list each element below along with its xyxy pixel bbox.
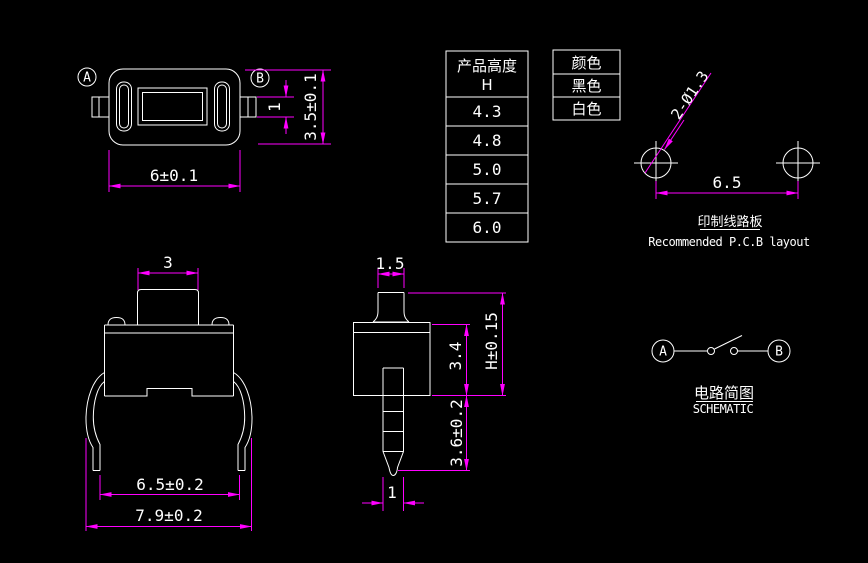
pcb-title-en: Recommended P.C.B layout [648,235,810,249]
table-border [552,49,621,121]
schematic-terminal-a-label: A [659,345,667,360]
left-slot-inner [119,84,129,129]
right-bump [211,316,230,326]
dim-height-label: 3.5±0.1 [301,73,320,140]
table-border [445,50,529,243]
side-view: 1.5 H±0.15 3.4 3.6±0.2 1 [353,254,506,511]
pcb-title-cn: 印制线路板 [697,214,762,230]
dim-body-height-label: 3.4 [446,342,465,371]
height-table-header: 产品高度 [457,57,517,75]
body-outline [353,322,431,396]
button-window-outer [137,87,208,126]
dim-width-label: 6±0.1 [150,166,198,185]
dim-pin-length-label: 3.6±0.2 [447,399,466,466]
left-leg-outer [85,372,105,471]
pcb-layout: 2-Ø1.3 6.5 印制线路板 Recommended P.C.B layou… [634,68,820,249]
terminal-b-balloon [250,68,270,88]
height-table-header-symbol: H [481,76,492,94]
right-leg-outer [233,372,253,471]
body-bottom-notch [104,388,234,397]
terminal-a-label: A [83,71,91,86]
button-outline [137,289,199,325]
schematic-title-en: SCHEMATIC [693,402,754,416]
color-table-header: 颜色 [571,54,601,72]
front-view: 3 6.5±0.2 7.9±0.2 [85,253,253,531]
color-table: 颜色 黑色 白色 [552,49,621,121]
left-bump [107,316,126,326]
schematic: A B 电路简图 SCHEMATIC [651,335,791,416]
left-leg-inner [92,381,105,471]
right-slot-inner [217,84,227,129]
schematic-title-cn: 电路简图 [694,384,754,402]
dim-pin-width-label: 1 [387,483,397,502]
switch-lever [714,335,743,350]
height-table-cell: 4.8 [473,131,502,150]
leader-arrow [664,119,685,150]
dim-button-label: 3 [163,253,173,272]
terminal-b-label: B [256,72,264,87]
switch-contact [707,347,715,355]
height-table-cell: 5.7 [473,189,502,208]
height-table-cell: 6.0 [473,218,502,237]
stem-outline [372,292,410,323]
button-window-inner [142,92,203,121]
dim-overall-height-label: H±0.15 [482,312,501,370]
height-table-cell: 5.0 [473,160,502,179]
dim-stem-label: 1.5 [376,254,405,273]
color-option: 白色 [571,100,601,118]
pin-tip [382,451,404,477]
color-option: 黑色 [571,77,601,95]
switch-contact [730,347,738,355]
height-table: 产品高度 H 4.3 4.8 5.0 5.7 6.0 [445,50,529,243]
right-leg-inner [233,381,246,471]
hole-pitch-label: 6.5 [713,173,742,192]
dim-terminal-label: 1 [265,102,284,112]
terminal-a-balloon [77,67,97,87]
leader-line [644,72,712,174]
right-slot-outer [214,81,230,132]
top-view: A B 6±0.1 3.5±0.1 1 [77,67,331,192]
schematic-terminal-b-label: B [775,345,783,360]
dim-overall-width-label: 7.9±0.2 [135,506,202,525]
hole-callout-label: 2-Ø1.3 [667,68,712,123]
dim-lead-span-label: 6.5±0.2 [136,475,203,494]
left-slot-outer [116,81,132,132]
height-table-cell: 4.3 [473,102,502,121]
left-terminal [91,96,110,118]
